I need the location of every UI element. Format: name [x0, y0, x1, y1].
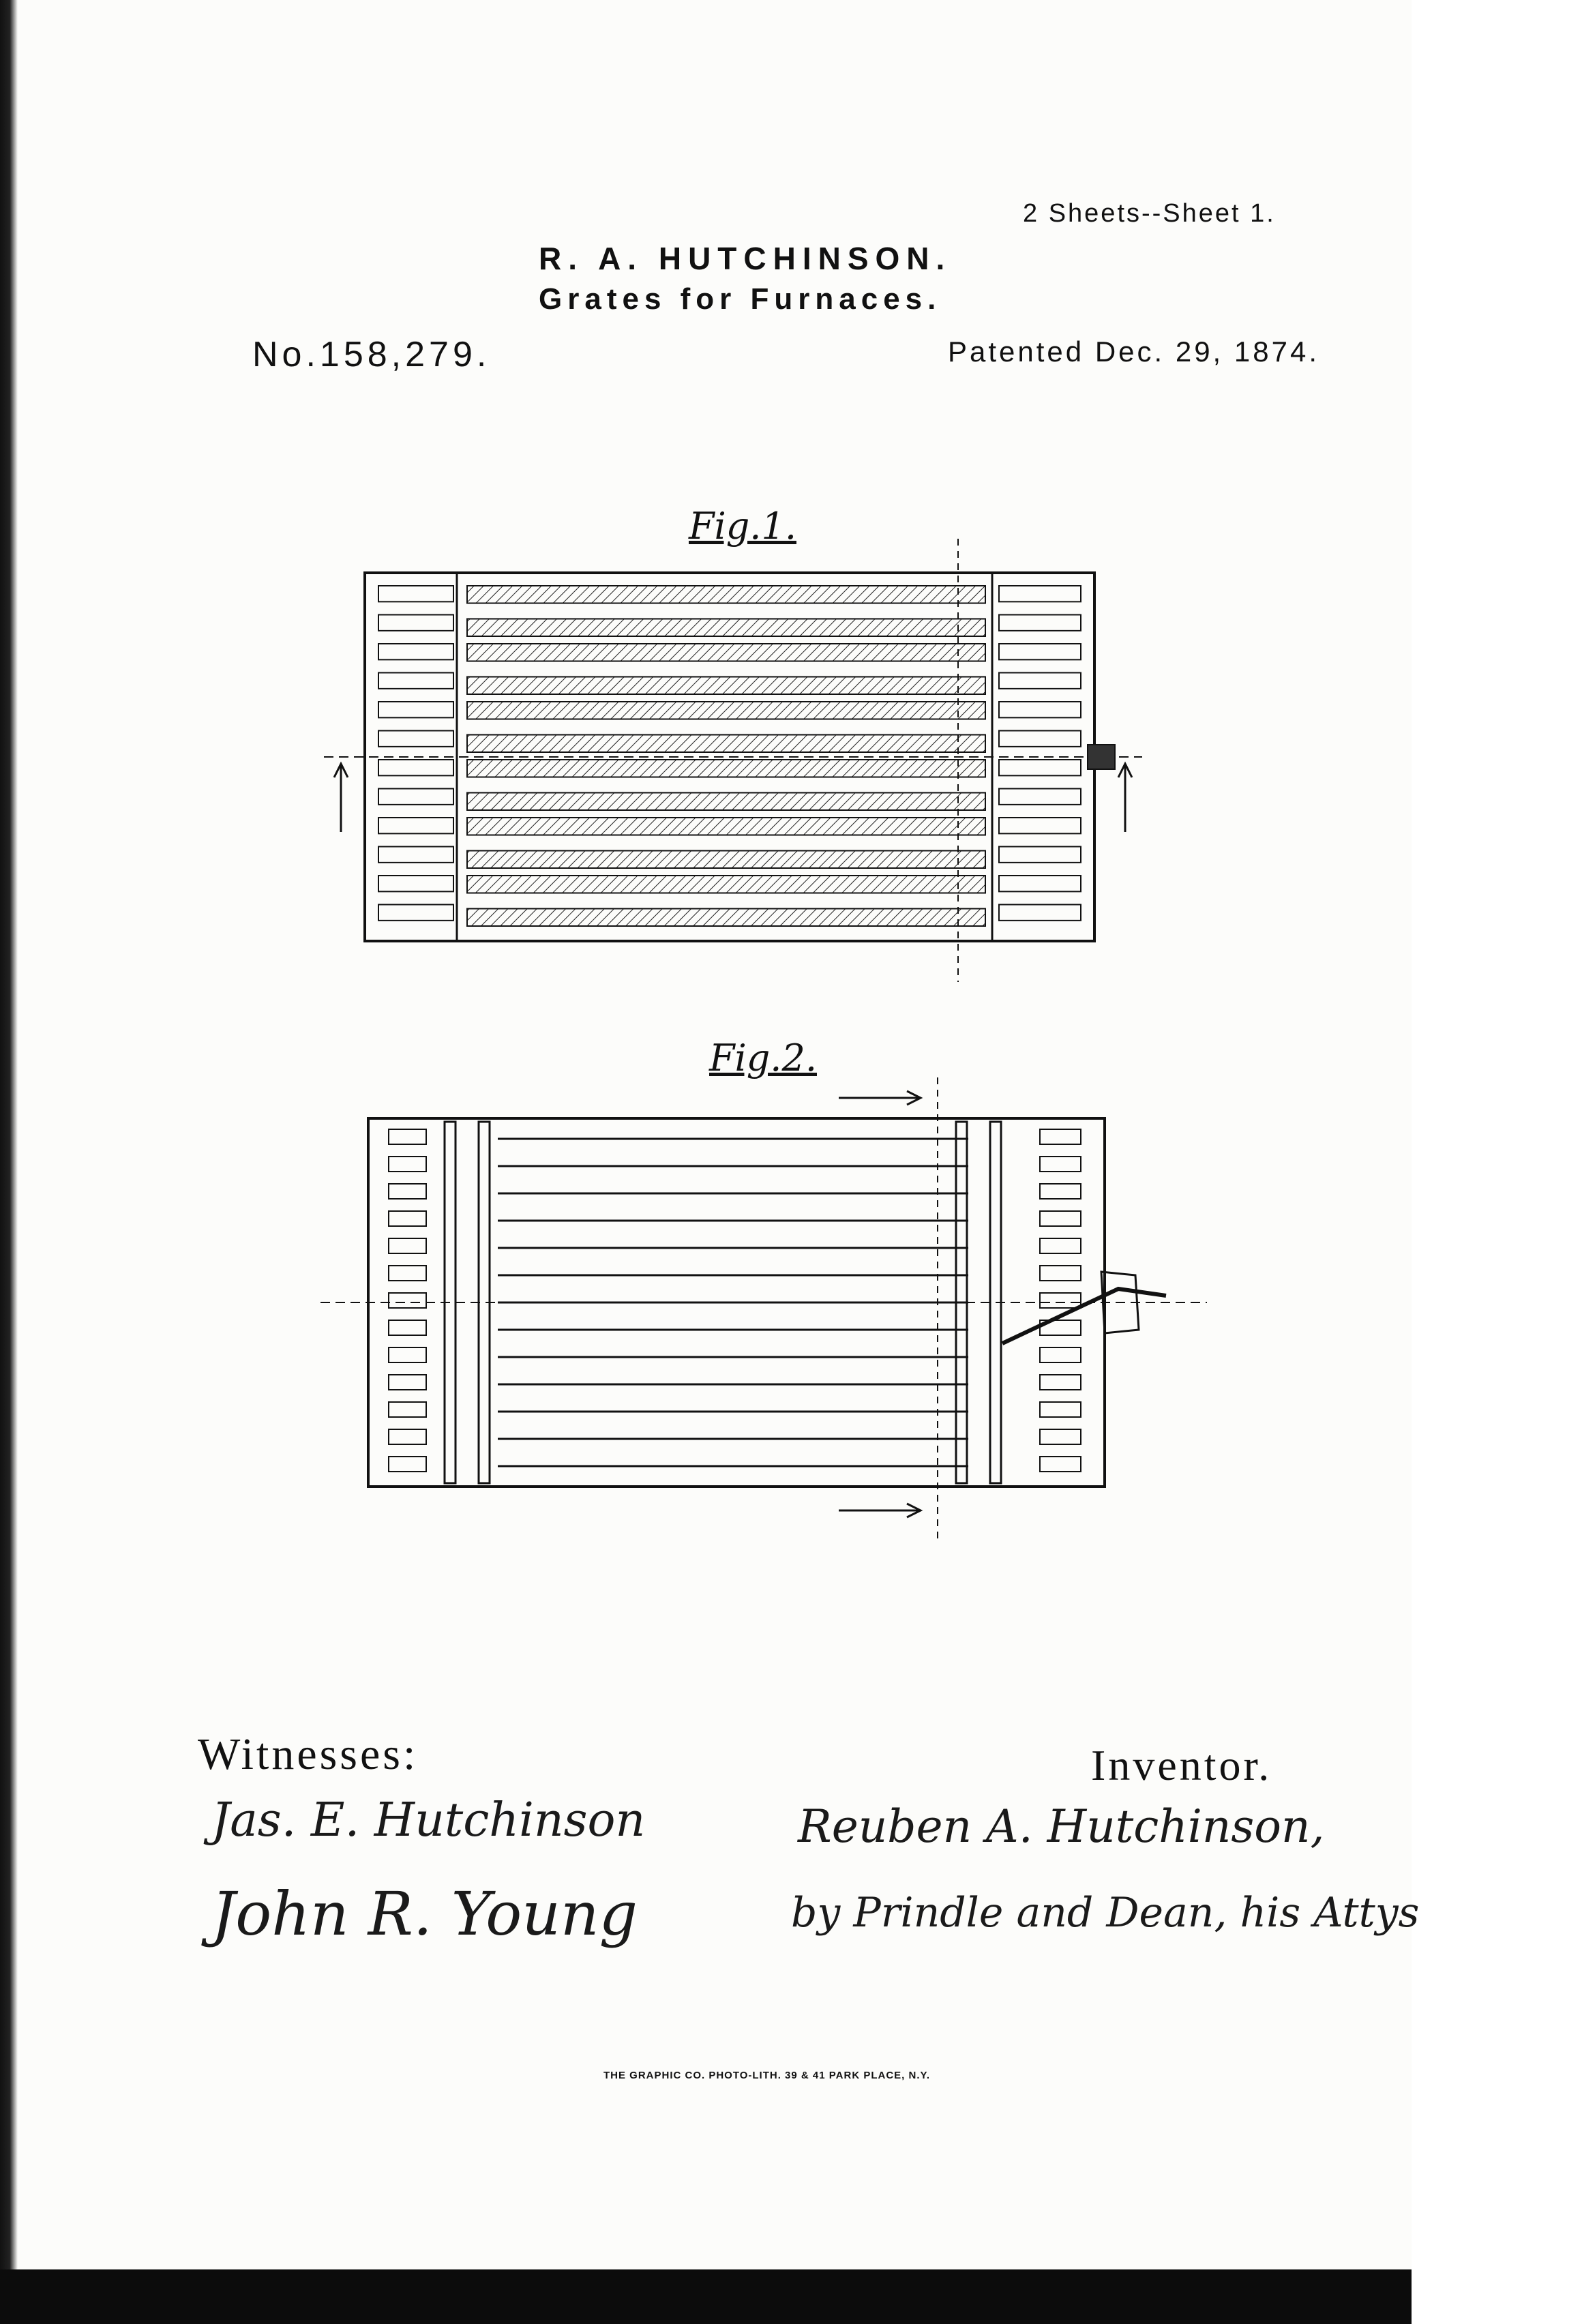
fig2-left-tooth	[389, 1211, 426, 1226]
sheet-number: 2 Sheets--Sheet 1.	[1023, 199, 1276, 228]
scan-shadow-left	[0, 0, 18, 2324]
fig2-left-tooth	[389, 1320, 426, 1335]
witness-1-signature: Jas. E. Hutchinson	[211, 1793, 645, 1847]
fig2-right-tooth	[1040, 1238, 1081, 1253]
patent-number: No.158,279.	[252, 334, 490, 375]
fig1-right-tooth	[999, 673, 1081, 689]
fig1-left-tooth	[378, 876, 453, 891]
fig1-left-tooth	[378, 731, 453, 747]
fig1-right-tooth	[999, 702, 1081, 717]
fig2-right-tooth	[1040, 1211, 1081, 1226]
fig1-grate-bar	[467, 586, 985, 604]
fig1-grate-bar	[467, 909, 985, 927]
fig2-left-tooth	[389, 1157, 426, 1172]
attorneys-signature: by Prindle and Dean, his Attys	[791, 1889, 1419, 1937]
fig1-grate-bar	[467, 644, 985, 661]
fig2-right-tooth	[1040, 1457, 1081, 1472]
fig1-grate-bar	[467, 702, 985, 719]
patent-date: Patented Dec. 29, 1874.	[948, 336, 1319, 368]
fig1-grate-bar	[467, 793, 985, 811]
fig2-left-tooth	[389, 1129, 426, 1144]
figure-1-drawing	[300, 518, 1186, 1009]
fig2-left-tooth	[389, 1429, 426, 1444]
fig1-right-tooth	[999, 731, 1081, 747]
fig2-left-tooth	[389, 1375, 426, 1390]
fig1-right-tooth	[999, 644, 1081, 659]
fig2-left-tooth	[389, 1293, 426, 1308]
fig1-grate-bar	[467, 876, 985, 893]
fig1-left-tooth	[378, 905, 453, 921]
fig2-right-tooth	[1040, 1266, 1081, 1281]
fig2-right-tooth	[1040, 1429, 1081, 1444]
fig1-grate-bar	[467, 818, 985, 835]
fig1-right-tooth	[999, 789, 1081, 805]
fig2-left-tooth	[389, 1238, 426, 1253]
fig1-grate-bar	[467, 760, 985, 777]
inventor-signature: Reuben A. Hutchinson,	[798, 1800, 1324, 1853]
scan-margin-right	[1412, 0, 1582, 2324]
fig2-left-tooth	[389, 1457, 426, 1472]
fig2-right-tooth	[1040, 1129, 1081, 1144]
fig1-right-tooth	[999, 818, 1081, 833]
fig1-left-tooth	[378, 673, 453, 689]
fig1-left-tooth	[378, 586, 453, 601]
fig2-arrow-bottom	[839, 1504, 921, 1517]
fig2-left-tooth	[389, 1347, 426, 1362]
fig1-arrow-left	[334, 764, 348, 832]
fig1-lever-stub	[1088, 745, 1115, 769]
fig1-right-tooth	[999, 615, 1081, 631]
fig1-arrow-right	[1118, 764, 1132, 832]
fig1-right-tooth	[999, 586, 1081, 601]
witnesses-heading: Witnesses:	[198, 1729, 418, 1781]
fig1-grate-bar	[467, 677, 985, 695]
figure-2-drawing	[300, 1050, 1186, 1555]
fig2-right-tooth	[1040, 1157, 1081, 1172]
fig2-left-tooth	[389, 1266, 426, 1281]
fig2-right-tooth	[1040, 1293, 1081, 1308]
fig1-left-tooth	[378, 847, 453, 863]
fig1-grate-bar	[467, 735, 985, 753]
fig2-right-tooth	[1040, 1375, 1081, 1390]
fig1-left-tooth	[378, 760, 453, 775]
fig1-grate-bar	[467, 619, 985, 637]
fig2-operating-lever	[1002, 1289, 1166, 1343]
lithographer-imprint: THE GRAPHIC CO. PHOTO-LITH. 39 & 41 PARK…	[603, 2070, 930, 2081]
witness-2-signature: John R. Young	[211, 1879, 638, 1949]
scan-shadow-bottom	[0, 2269, 1412, 2324]
fig2-arrow-top	[839, 1091, 921, 1105]
fig1-left-tooth	[378, 818, 453, 833]
fig1-grate-bar	[467, 851, 985, 869]
fig1-right-tooth	[999, 876, 1081, 891]
fig1-left-tooth	[378, 702, 453, 717]
fig2-right-tooth	[1040, 1347, 1081, 1362]
fig1-right-tooth	[999, 847, 1081, 863]
fig2-right-tooth	[1040, 1402, 1081, 1417]
fig2-right-tooth	[1040, 1184, 1081, 1199]
fig1-left-tooth	[378, 644, 453, 659]
fig2-left-tooth	[389, 1184, 426, 1199]
fig1-left-tooth	[378, 615, 453, 631]
fig1-left-tooth	[378, 789, 453, 805]
inventor-heading: Inventor.	[1091, 1740, 1272, 1791]
patent-subject: Grates for Furnaces.	[539, 282, 941, 316]
fig1-right-tooth	[999, 905, 1081, 921]
fig2-left-tooth	[389, 1402, 426, 1417]
inventor-name: R. A. HUTCHINSON.	[539, 240, 951, 277]
fig1-right-tooth	[999, 760, 1081, 775]
